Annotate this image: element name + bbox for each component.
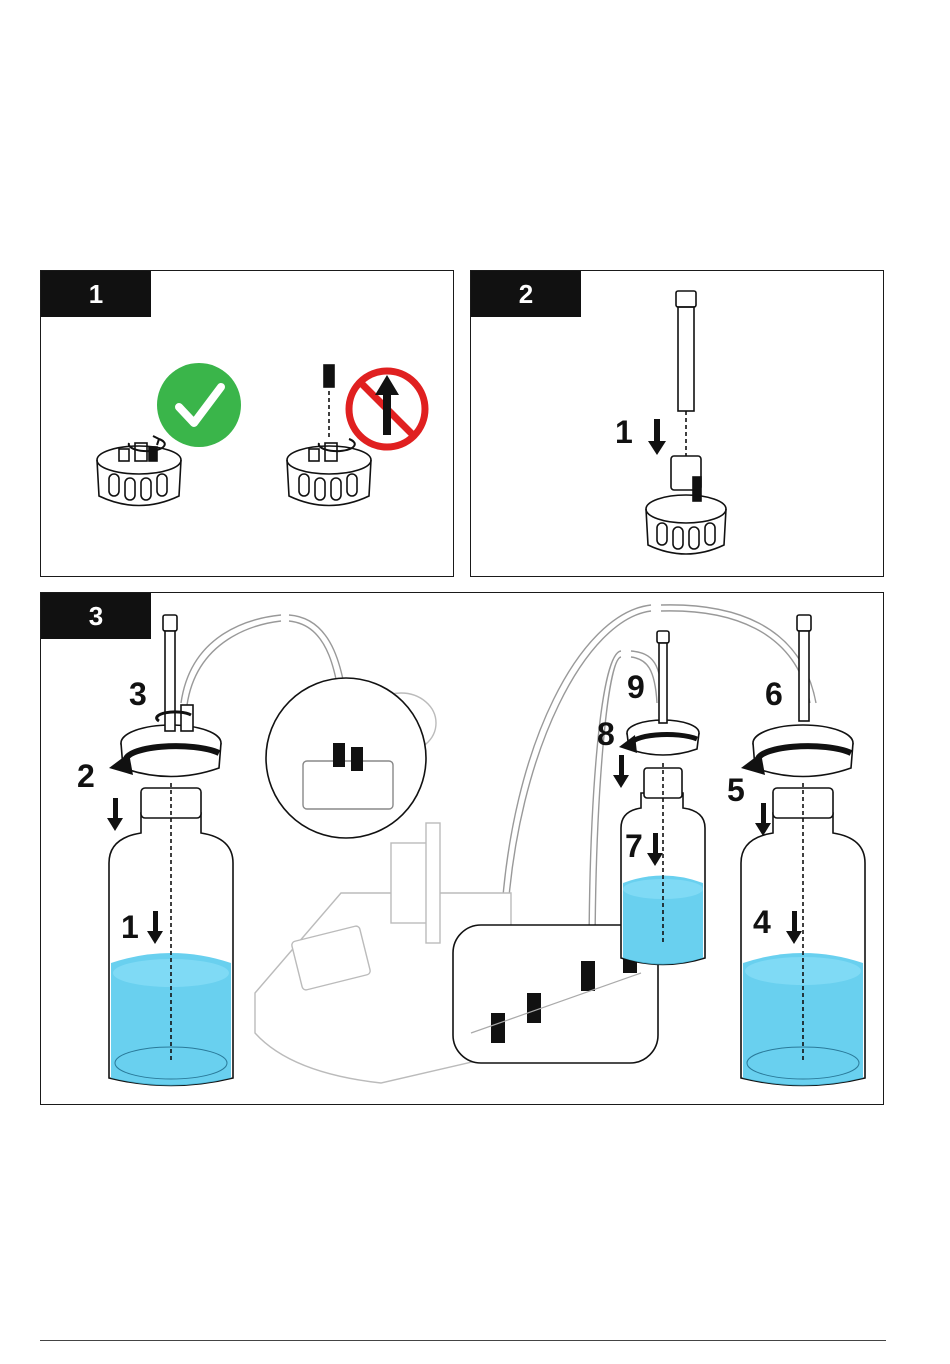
step-8-label: 8: [597, 716, 615, 752]
bottle-cap-adapter: [646, 456, 726, 554]
bottle-cap-correct: [97, 436, 181, 506]
step-2-label: 2: [77, 758, 95, 794]
arrow-down-icon: [648, 419, 666, 455]
step-4-label: 4: [753, 904, 771, 940]
step-7-label: 7: [625, 828, 643, 864]
syringe-tube: [676, 291, 696, 456]
step-3-label: 3: [129, 676, 147, 712]
step-1-label: 1: [121, 909, 139, 945]
step-label: 1: [615, 414, 633, 450]
panel-1-illustration: [41, 271, 454, 577]
panel-3-illustration: 3 2 1: [41, 593, 884, 1105]
panel-2: 2 1: [470, 270, 884, 577]
detail-magnifier-top: [266, 678, 426, 838]
bottle-right: [741, 615, 865, 1086]
panel-3: 3: [40, 592, 884, 1105]
panel-2-illustration: 1: [471, 271, 884, 577]
bottle-left: [109, 615, 233, 1086]
footer-rule: [40, 1340, 886, 1341]
step-6-label: 6: [765, 676, 783, 712]
step-5-label: 5: [727, 772, 745, 808]
prohibited-icon: [349, 371, 425, 447]
panel-1: 1: [40, 270, 454, 577]
check-icon: [157, 363, 241, 447]
step-9-label: 9: [627, 669, 645, 705]
